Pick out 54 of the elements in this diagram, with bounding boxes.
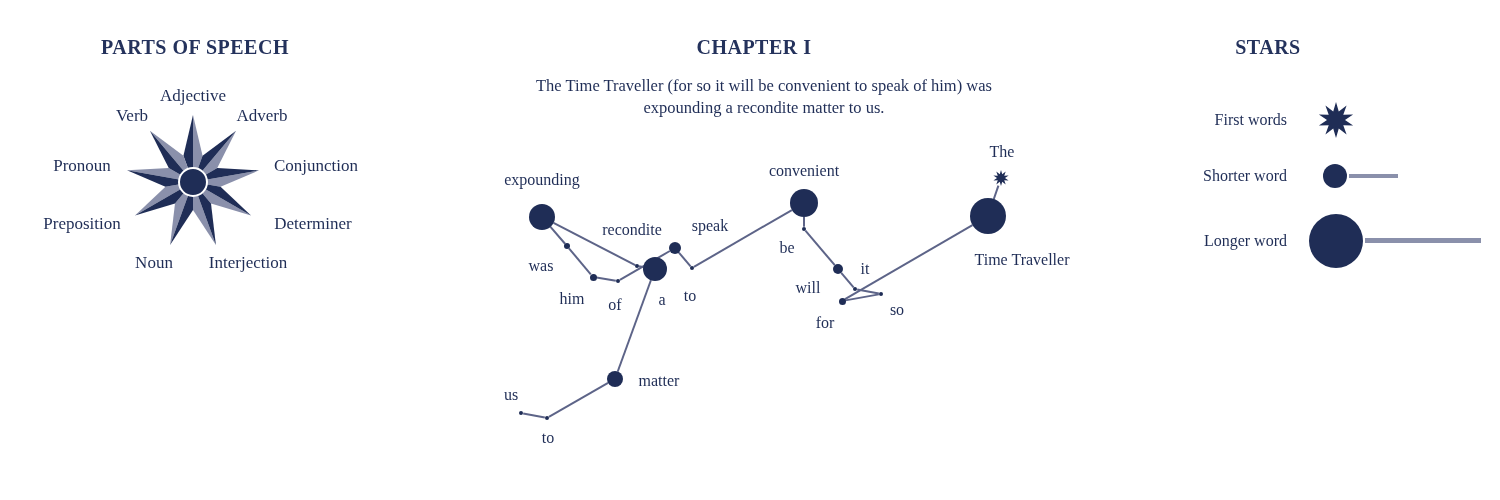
section-heading: CHAPTER I [696, 35, 812, 59]
part-of-speech-label: Preposition [43, 214, 121, 234]
connector-line [803, 216, 805, 228]
star-icon [993, 170, 1009, 186]
connector-line [804, 229, 836, 267]
part-of-speech-label: Interjection [208, 253, 288, 273]
word-label: of [608, 296, 622, 314]
connector-line [616, 279, 652, 373]
section-heading: PARTS OF SPEECH [101, 35, 289, 59]
connector-line [677, 251, 692, 268]
legend-label: Longer word [1203, 231, 1287, 251]
part-of-speech-label: Adjective [159, 86, 227, 106]
connector-line [637, 265, 645, 269]
legend-label: Shorter word [1203, 166, 1287, 186]
connector-line [856, 288, 880, 295]
part-of-speech-label: Adverb [236, 106, 288, 126]
word-label: for [815, 314, 835, 332]
connector-line [692, 209, 793, 268]
connector-line [522, 412, 546, 419]
connector-line [552, 221, 637, 267]
word-label: it [860, 260, 870, 278]
word-label: convenient [768, 162, 840, 180]
word-label: us [503, 386, 519, 404]
word-label: will [795, 279, 821, 297]
word-label: him [559, 290, 585, 308]
word-label: was [528, 257, 554, 275]
connector-line [992, 184, 1000, 200]
word-label: Time Traveller [974, 251, 1070, 269]
word-label: expounding [504, 171, 580, 189]
connector-line [549, 225, 567, 245]
word-label: to [683, 287, 697, 305]
legend-label: First words [1214, 110, 1287, 130]
connector-line [844, 224, 974, 301]
word-label: to [541, 429, 555, 447]
part-of-speech-label: Conjunction [273, 156, 359, 176]
connector-line [595, 276, 617, 282]
part-of-speech-label: Determiner [274, 214, 352, 234]
part-of-speech-label: Verb [115, 106, 149, 126]
word-label: so [889, 301, 905, 319]
word-label: recondite [602, 221, 662, 239]
word-label: a [658, 291, 666, 309]
connector-line [618, 250, 671, 281]
word-label: speak [691, 217, 729, 235]
connector-line [840, 271, 855, 289]
word-label: be [779, 239, 795, 257]
connector-line [547, 382, 610, 418]
section-heading: STARS [1235, 35, 1301, 59]
word-label: matter [638, 372, 680, 390]
quote-sentence: The Time Traveller (for so it will be convenient to speak of him) was expounding a recondite matter to us. [535, 75, 993, 119]
word-label: The [989, 143, 1015, 161]
part-of-speech-label: Noun [135, 253, 173, 273]
part-of-speech-label: Pronoun [53, 156, 111, 176]
connector-line [567, 247, 592, 276]
connector-line [844, 293, 880, 302]
